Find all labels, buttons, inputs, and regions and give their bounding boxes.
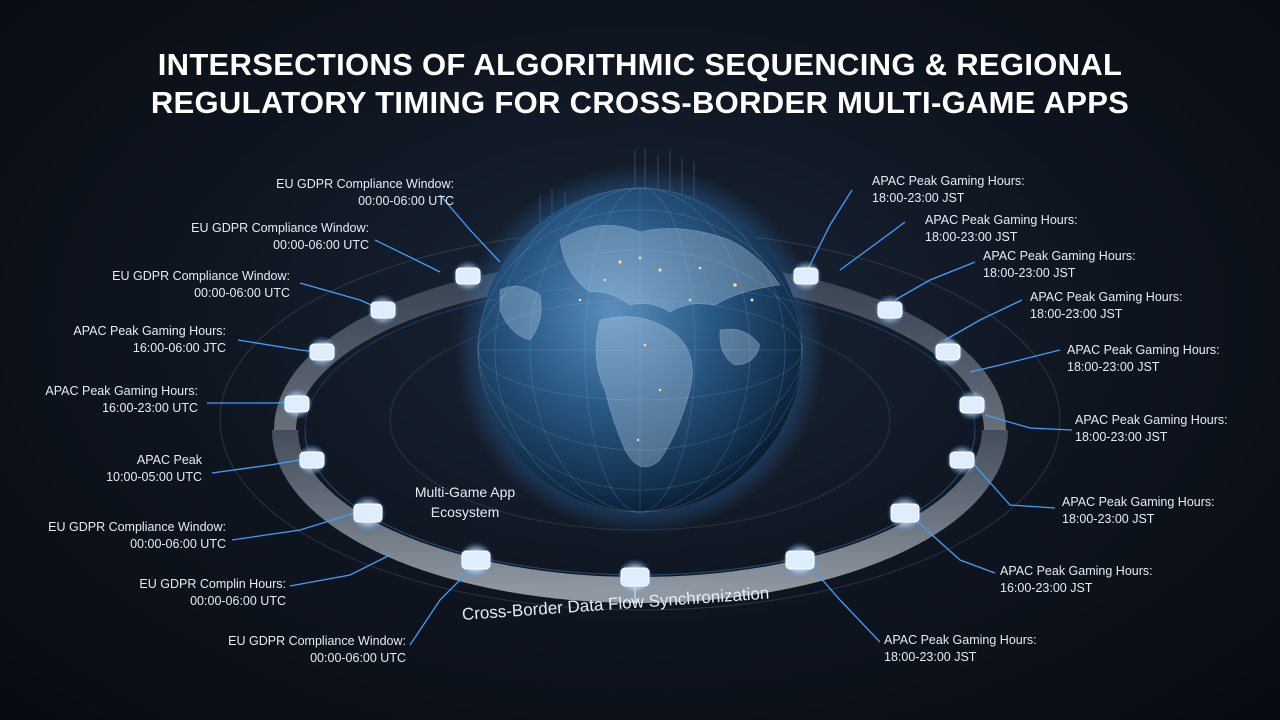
label-line: APAC Peak Gaming Hours: [1030,290,1183,304]
label-line: 00:00-06:00 UTC [194,286,290,300]
ring-node [350,495,386,531]
label-line: 18:00-23:00 JST [1030,307,1123,321]
label-line: 18:00-23:00 JST [1067,360,1160,374]
ring-node [367,294,399,326]
ecosystem-label: Multi-Game App Ecosystem [395,482,535,522]
left-label-3: EU GDPR Compliance Window: 00:00-06:00 U… [112,268,290,302]
label-line: APAC Peak Gaming Hours: [1000,564,1153,578]
label-line: EU GDPR Compliance Window: [112,269,290,283]
label-line: APAC Peak Gaming Hours: [925,213,1078,227]
label-line: APAC Peak Gaming Hours: [983,249,1136,263]
label-line: APAC Peak Gaming Hours: [1067,343,1220,357]
right-label-7: APAC Peak Gaming Hours: 18:00-23:00 JST [1062,494,1215,528]
label-line: 00:00-06:00 UTC [310,651,406,665]
right-label-1: APAC Peak Gaming Hours: 18:00-23:00 JST [872,173,1025,207]
ring-node [306,336,338,368]
ring-node [956,389,988,421]
right-label-9: APAC Peak Gaming Hours: 18:00-23:00 JST [884,632,1037,666]
title-line-2: REGULATORY TIMING FOR CROSS-BORDER MULTI… [150,85,1130,120]
left-label-2: EU GDPR Compliance Window: 00:00-06:00 U… [191,220,369,254]
ring-node [458,542,494,578]
label-line: APAC Peak Gaming Hours: [73,324,226,338]
right-label-5: APAC Peak Gaming Hours: 18:00-23:00 JST [1067,342,1220,376]
label-line: 18:00-23:00 JST [1062,512,1155,526]
ring-node [874,294,906,326]
ring-node [932,336,964,368]
right-label-8: APAC Peak Gaming Hours: 16:00-23:00 JST [1000,563,1153,597]
label-line: 18:00-23:00 JST [872,191,965,205]
label-line: 16:00-06:00 JTC [132,341,226,355]
label-line: 00:00-06:00 UTC [358,194,454,208]
right-label-6: APAC Peak Gaming Hours: 18:00-23:00 JST [1075,412,1228,446]
left-label-6: APAC Peak 10:00-05:00 UTC [106,452,202,486]
globe-grid [477,187,803,513]
right-callout-lines [804,189,1073,643]
left-label-4: APAC Peak Gaming Hours: 16:00-06:00 JTC [73,323,226,357]
left-label-1: EU GDPR Compliance Window: 00:00-06:00 U… [276,176,454,210]
label-line: 00:00-06:00 UTC [130,537,226,551]
label-line: 16:00-23:00 UTC [102,401,198,415]
right-label-4: APAC Peak Gaming Hours: 18:00-23:00 JST [1030,289,1183,323]
label-line: EU GDPR Compliance Window: [191,221,369,235]
label-line: 10:00-05:00 UTC [106,470,202,484]
ring-node [296,444,328,476]
label-line: EU GDPR Compliance Window: [228,634,406,648]
label-line: APAC Peak Gaming Hours: [1075,413,1228,427]
label-line: 00:00-06:00 UTC [190,594,286,608]
globe [478,188,802,512]
left-label-5: APAC Peak Gaming Hours: 16:00-23:00 UTC [45,383,198,417]
label-line: APAC Peak Gaming Hours: [45,384,198,398]
ring-node [281,388,313,420]
label-line: EU GDPR Compliance Window: [276,177,454,191]
left-label-8: EU GDPR Complin Hours: 00:00-06:00 UTC [139,576,286,610]
right-label-2: APAC Peak Gaming Hours: 18:00-23:00 JST [925,212,1078,246]
label-line: EU GDPR Compliance Window: [48,520,226,534]
left-label-9: EU GDPR Compliance Window: 00:00-06:00 U… [228,633,406,667]
label-line: 18:00-23:00 JST [1075,430,1168,444]
diagram-title: INTERSECTIONS OF ALGORITHMIC SEQUENCING … [0,46,1280,122]
label-line: APAC Peak Gaming Hours: [872,174,1025,188]
label-line: EU GDPR Complin Hours: [139,577,286,591]
flow-arrow-icon [630,588,640,604]
ring-node [790,260,822,292]
continents [499,224,781,468]
ring-nodes [281,260,988,595]
ring-node [946,444,978,476]
label-line: APAC Peak [136,453,202,467]
left-callout-lines [207,194,501,646]
label-line: 18:00-23:00 JST [925,230,1018,244]
ring-node [782,542,818,578]
title-line-1: INTERSECTIONS OF ALGORITHMIC SEQUENCING … [157,47,1123,82]
ring-node [452,260,484,292]
label-line: APAC Peak Gaming Hours: [884,633,1037,647]
ring-node [887,495,923,531]
ring-node [617,559,653,595]
ecosystem-label-line-1: Multi-Game App [414,484,516,500]
label-line: 18:00-23:00 JST [983,266,1076,280]
left-label-7: EU GDPR Compliance Window: 00:00-06:00 U… [48,519,226,553]
ecosystem-label-line-2: Ecosystem [430,504,500,520]
city-lights [578,256,754,442]
label-line: 18:00-23:00 JST [884,650,977,664]
label-line: 16:00-23:00 JST [1000,581,1093,595]
label-line: 00:00-06:00 UTC [273,238,369,252]
right-label-3: APAC Peak Gaming Hours: 18:00-23:00 JST [983,248,1136,282]
label-line: APAC Peak Gaming Hours: [1062,495,1215,509]
